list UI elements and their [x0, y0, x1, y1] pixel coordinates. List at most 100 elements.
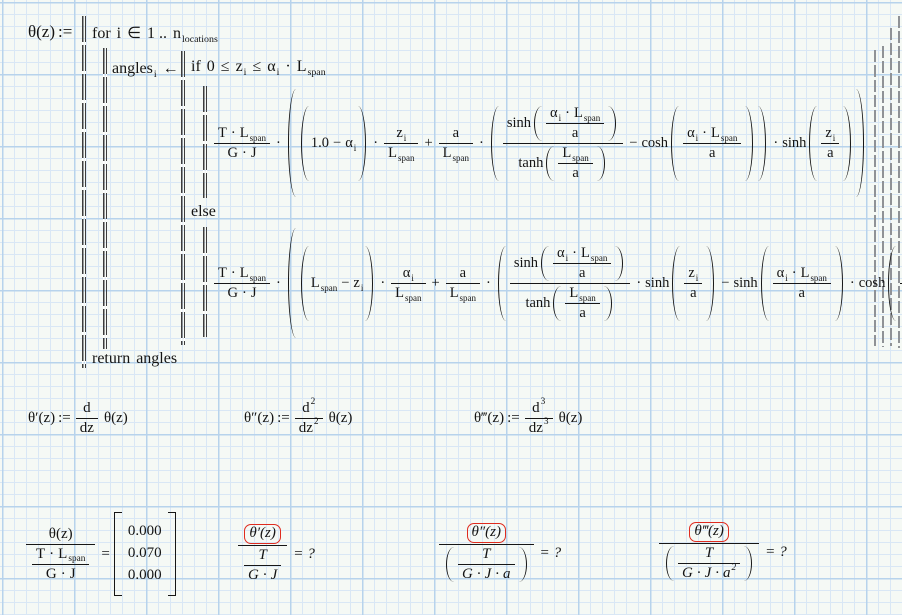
- multiply-dot: ·: [230, 124, 236, 141]
- multiply-dot: ·: [230, 264, 236, 281]
- sinh-function: sinh: [506, 114, 531, 131]
- region-edge-line-2: [882, 46, 884, 347]
- function-name-label[interactable]: θ(z):=: [28, 18, 75, 46]
- paren-left: [809, 105, 817, 181]
- multiply-dot: ·: [276, 274, 281, 291]
- else-line[interactable]: else: [191, 199, 216, 225]
- var-G: G: [462, 566, 473, 582]
- program-bar-outer: [82, 16, 86, 368]
- return-keyword: return: [92, 350, 131, 367]
- minus-operator: −: [333, 134, 342, 151]
- equals-sign: =: [765, 543, 776, 560]
- angles-variable: angles: [136, 350, 178, 367]
- theta-prime-token: θ′(z): [28, 409, 56, 426]
- region-edge-line-4: [898, 16, 900, 348]
- theta-triple-prime-token: θ‴(z): [694, 523, 724, 539]
- multiply-dot: ·: [791, 264, 797, 281]
- var-a: a: [690, 284, 697, 301]
- multiply-dot: ·: [285, 58, 291, 75]
- error-highlight-box[interactable]: θ‴(z): [689, 522, 729, 542]
- return-line[interactable]: return angles: [92, 346, 177, 372]
- theta-double-prime-evaluation-region[interactable]: θ″(z) T G·J·a = ?: [437, 504, 561, 602]
- paren-right: [365, 245, 374, 321]
- element-of-symbol: ∈: [127, 25, 142, 42]
- paren-right: [856, 89, 865, 197]
- multiply-dot: ·: [702, 124, 708, 141]
- paren-right: [843, 105, 852, 181]
- paren-right: [615, 245, 624, 281]
- program-bar-for-body: [103, 48, 107, 349]
- multiply-dot: ·: [773, 134, 779, 151]
- theta-prime-evaluation-region[interactable]: θ′(z) T G·J = ?: [236, 511, 315, 597]
- fraction: θ′(z) T G·J: [238, 524, 288, 584]
- paren-left: [553, 285, 561, 321]
- leq-symbol: ≤: [220, 58, 230, 75]
- multiply-dot: ·: [476, 566, 481, 582]
- var-T: T: [218, 124, 227, 141]
- theta-triple-prime-token: θ‴(z): [474, 409, 505, 426]
- error-highlight-box[interactable]: θ″(z): [466, 523, 506, 543]
- matrix-value: 0.000: [127, 523, 162, 540]
- paren-right: [519, 547, 527, 582]
- multiply-dot: ·: [373, 134, 379, 151]
- fraction: zi a: [900, 265, 902, 302]
- paren-right: [835, 245, 843, 321]
- multiply-dot: ·: [478, 134, 484, 151]
- multiply-dot: ·: [242, 284, 247, 301]
- plus-operator: +: [431, 274, 440, 291]
- paren-right: [597, 145, 605, 181]
- error-highlight-box[interactable]: θ′(z): [244, 524, 281, 544]
- var-G: G: [682, 565, 693, 581]
- var-G: G: [227, 284, 238, 301]
- fraction: θ″(z) T G·J·a: [439, 523, 534, 583]
- paren-left: [888, 245, 896, 321]
- fraction: T G·J: [244, 547, 282, 584]
- assign-operator: :=: [58, 22, 73, 41]
- theta-double-prime-token: θ″(z): [244, 409, 275, 426]
- plus-operator: +: [424, 134, 433, 151]
- for-keyword: for: [92, 25, 111, 42]
- var-J: J: [704, 565, 712, 581]
- paren-left: [534, 105, 542, 141]
- var-G: G: [248, 567, 259, 583]
- minus-operator: −: [721, 274, 730, 291]
- var-a: a: [452, 124, 460, 141]
- multiply-dot: ·: [49, 545, 55, 562]
- var-J: J: [484, 566, 492, 582]
- unknown-result: ?: [553, 544, 562, 561]
- var-T: T: [36, 545, 46, 562]
- paren-left: [300, 105, 309, 181]
